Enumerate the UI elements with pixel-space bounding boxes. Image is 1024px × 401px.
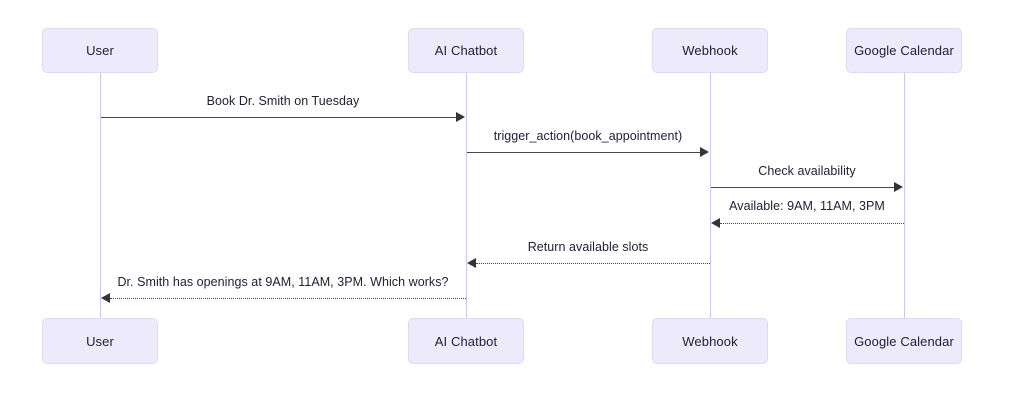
lifeline-google-calendar (904, 73, 905, 318)
message-line-6 (110, 298, 466, 299)
arrow-head-right-icon (894, 182, 903, 192)
message-line-1 (101, 117, 457, 118)
participant-label: Google Calendar (854, 43, 954, 58)
participant-label: User (86, 333, 114, 349)
arrow-head-left-icon (101, 293, 110, 303)
message-label-available-slots: Available: 9AM, 11AM, 3PM (729, 199, 885, 213)
participant-ai-chatbot-bottom[interactable]: AI Chatbot (408, 318, 524, 364)
arrow-head-left-icon (711, 218, 720, 228)
participant-user-bottom[interactable]: User (42, 318, 158, 364)
arrow-head-right-icon (700, 147, 709, 157)
arrow-head-right-icon (456, 112, 465, 122)
lifeline-webhook (710, 73, 711, 318)
message-label-return-slots: Return available slots (527, 240, 649, 254)
participant-label: Google Calendar (854, 333, 954, 349)
message-line-3 (711, 187, 895, 188)
message-label-trigger-action: trigger_action(book_appointment) (493, 129, 683, 143)
participant-label: Webhook (682, 333, 738, 349)
participant-label: Webhook (682, 43, 738, 58)
participant-ai-chatbot-top[interactable]: AI Chatbot (408, 28, 524, 73)
message-line-5 (476, 263, 710, 264)
participant-user-top[interactable]: User (42, 28, 158, 73)
message-label-openings-reply: Dr. Smith has openings at 9AM, 11AM, 3PM… (117, 275, 449, 289)
lifeline-user (100, 73, 101, 318)
participant-label: AI Chatbot (434, 43, 498, 58)
participant-label: AI Chatbot (434, 333, 498, 349)
participant-webhook-bottom[interactable]: Webhook (652, 318, 768, 364)
participant-webhook-top[interactable]: Webhook (652, 28, 768, 73)
participant-label: User (86, 43, 114, 58)
message-line-2 (467, 152, 701, 153)
lifeline-ai-chatbot (466, 73, 467, 318)
participant-google-calendar-bottom[interactable]: Google Calendar (846, 318, 962, 364)
arrow-head-left-icon (467, 258, 476, 268)
message-line-4 (720, 223, 904, 224)
message-label-check-availability: Check availability (758, 164, 856, 178)
message-label-book-appointment: Book Dr. Smith on Tuesday (206, 94, 360, 108)
participant-google-calendar-top[interactable]: Google Calendar (846, 28, 962, 73)
